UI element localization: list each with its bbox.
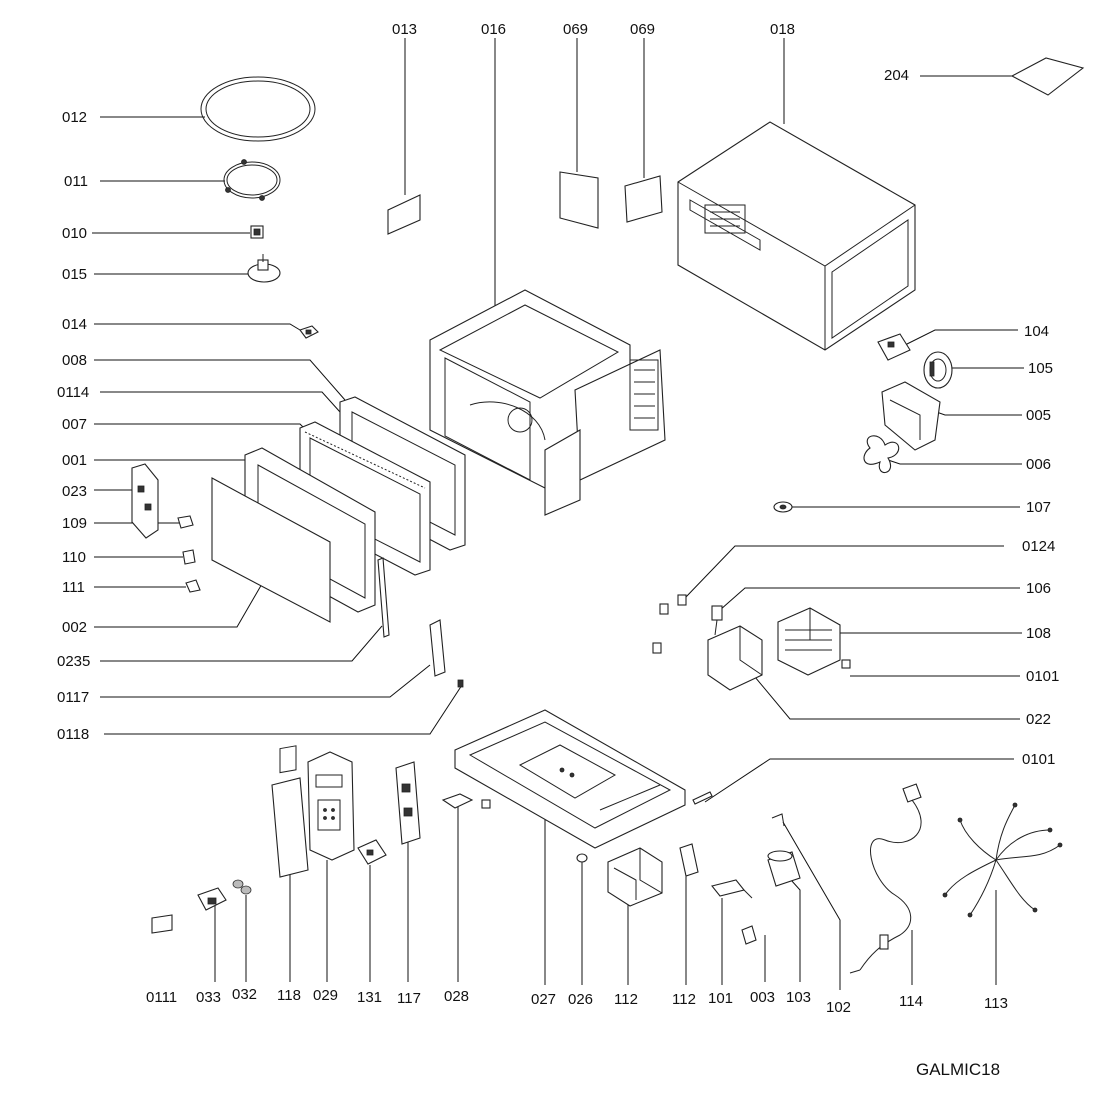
label-023: 023 (62, 483, 87, 500)
diagram-code: GALMIC18 (916, 1060, 1000, 1079)
label-0111: 0111 (146, 989, 177, 1006)
label-033: 033 (196, 989, 221, 1006)
label-013: 013 (392, 21, 417, 38)
left-leaders (92, 116, 463, 735)
label-011: 011 (64, 173, 88, 190)
waveguide (707, 625, 763, 691)
label-026: 026 (568, 991, 593, 1008)
label-118: 118 (277, 987, 301, 1004)
label-117: 117 (397, 990, 421, 1007)
label-103: 103 (786, 989, 811, 1006)
rating-label (1010, 57, 1085, 96)
label-029: 029 (313, 987, 338, 1004)
top-leaders (404, 38, 1012, 318)
label-018: 018 (770, 21, 795, 38)
label-104: 104 (1024, 323, 1049, 340)
label-015: 015 (62, 266, 87, 283)
label-204: 204 (884, 67, 909, 84)
label-010: 010 (62, 225, 87, 242)
small-bracket (741, 925, 757, 945)
label-131: 131 (357, 989, 382, 1006)
power-cord (849, 783, 922, 974)
label-107: 107 (1026, 499, 1051, 516)
mica-cover (387, 194, 421, 235)
label-007: 007 (62, 416, 87, 433)
latch-hook (429, 619, 464, 688)
label-113: 113 (984, 995, 1008, 1012)
label-102: 102 (826, 999, 851, 1016)
fan-blade (863, 435, 900, 473)
turntable-coupler (250, 225, 264, 239)
label-022: 022 (1026, 711, 1051, 728)
label-112-b: 112 (672, 991, 696, 1008)
label-027: 027 (531, 991, 556, 1008)
capacitor-clip (771, 813, 785, 827)
label-114: 114 (899, 993, 923, 1010)
fuse-board (877, 333, 911, 361)
magnetron (777, 607, 851, 676)
micro-switches (652, 594, 687, 654)
base-plate (454, 709, 686, 849)
label-005: 005 (1026, 407, 1051, 424)
label-0114: 0114 (57, 384, 89, 401)
label-028: 028 (444, 988, 469, 1005)
label-032: 032 (232, 986, 257, 1003)
label-109: 109 (62, 515, 87, 532)
tube-strip (692, 791, 713, 805)
label-0124: 0124 (1022, 538, 1055, 555)
roller-ring (223, 159, 281, 201)
label-012: 012 (62, 109, 87, 126)
door-assembly (211, 396, 466, 638)
hinge-part (299, 325, 319, 339)
label-101: 101 (708, 990, 733, 1007)
label-014: 014 (62, 316, 87, 333)
fan-motor (923, 351, 953, 389)
fuse-holder (711, 879, 753, 899)
label-008: 008 (62, 352, 87, 369)
label-069-a: 069 (563, 21, 588, 38)
label-sheets (559, 171, 663, 229)
label-0235: 0235 (57, 653, 90, 670)
label-108: 108 (1026, 625, 1051, 642)
turntable-glass-tray (200, 76, 316, 142)
latch-assembly (131, 463, 201, 593)
label-0118: 0118 (57, 726, 89, 743)
label-111: 111 (62, 579, 85, 596)
label-0117: 0117 (57, 689, 89, 706)
part-number-labels: 012 011 010 015 014 008 0114 007 001 023… (57, 21, 1059, 1079)
bottom-left-parts (151, 745, 421, 934)
label-006: 006 (1026, 456, 1051, 473)
label-112-a: 112 (614, 991, 638, 1008)
label-0101-b: 0101 (1022, 751, 1055, 768)
right-leaders (684, 329, 1024, 803)
label-106: 106 (1026, 580, 1051, 597)
bottom-bracket (441, 793, 491, 809)
label-016: 016 (481, 21, 506, 38)
capacitor-bracket (679, 843, 699, 877)
wire-harness (942, 802, 1063, 918)
label-069-b: 069 (630, 21, 655, 38)
oven-cavity (429, 289, 666, 516)
hv-transformer (607, 847, 663, 907)
outer-casing (677, 121, 916, 351)
label-110: 110 (62, 549, 86, 566)
turntable-motor (247, 254, 281, 283)
label-002: 002 (62, 619, 87, 636)
thermal-clip (773, 501, 793, 513)
label-003: 003 (750, 989, 775, 1006)
label-001: 001 (62, 452, 87, 469)
hv-capacitor (767, 850, 801, 887)
bottom-leaders (214, 800, 997, 990)
label-105: 105 (1028, 360, 1053, 377)
hv-diode (711, 605, 723, 636)
fan-bracket (881, 381, 941, 451)
label-0101-a: 0101 (1026, 668, 1059, 685)
rubber-foot (576, 853, 588, 863)
